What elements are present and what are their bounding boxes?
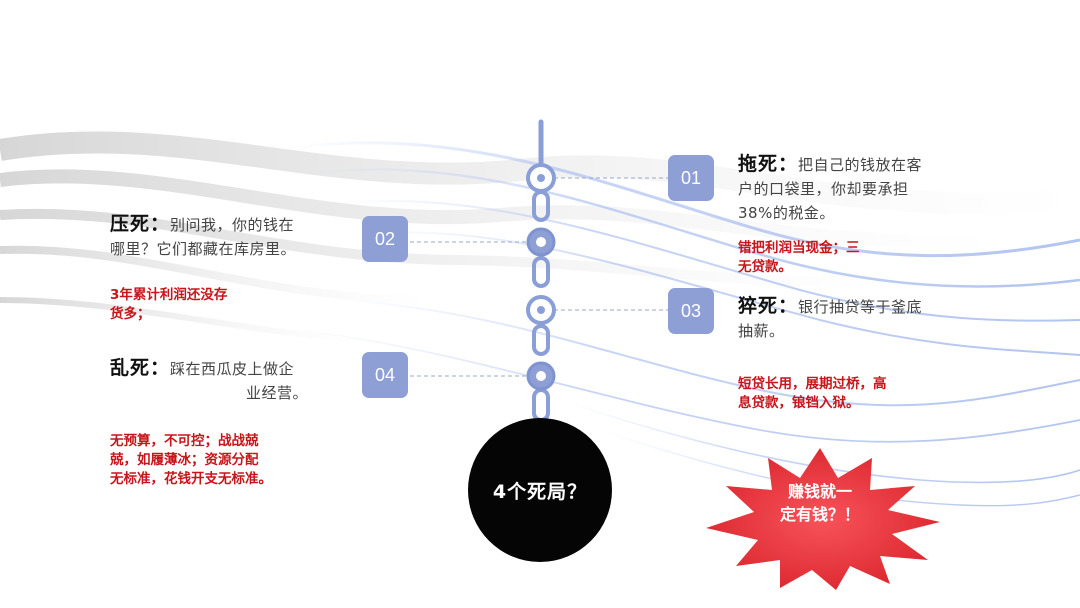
item-01-desc-line: 户的口袋里，你却要承担 — [738, 180, 909, 198]
note-line: 无预算，不可控；战战兢 — [110, 433, 259, 449]
note-line: 3年累计利润还没存 — [110, 287, 228, 303]
item-03: 猝死：银行抽贷等于釜底 抽薪。 — [738, 294, 978, 343]
item-01: 拖死：把自己的钱放在客 户的口袋里，你却要承担 38%的税金。 — [738, 152, 978, 225]
grey-smoke-waves — [0, 131, 1080, 343]
step-01-box: 01 — [668, 155, 714, 201]
item-01-note: 错把利润当现金；三 无贷款。 — [738, 239, 938, 277]
chain-nodes — [526, 163, 556, 391]
starburst-shape — [706, 448, 940, 590]
item-02-note: 3年累计利润还没存 货多； — [110, 286, 310, 324]
item-03-desc-line: 银行抽贷等于釜底 — [798, 298, 923, 316]
note-line: 短贷长用，展期过桥，高 — [738, 376, 887, 392]
center-label: 4个死局？ — [492, 480, 588, 503]
item-03-note: 短贷长用，展期过桥，高 息贷款，锒铛入狱。 — [738, 375, 958, 413]
note-line: 息贷款，锒铛入狱。 — [738, 395, 860, 411]
note-line: 兢，如履薄冰；资源分配 — [110, 452, 259, 468]
center-ball: 4个死局？ — [468, 418, 612, 562]
item-02-desc-line: 哪里？它们都藏在库房里。 — [110, 240, 297, 258]
step-04-box: 04 — [362, 352, 408, 398]
blue-smoke-waves — [279, 141, 1080, 507]
note-line: 错把利润当现金；三 — [738, 240, 860, 256]
item-03-desc-line: 抽薪。 — [738, 322, 785, 340]
step-02-box: 02 — [362, 216, 408, 262]
item-04: 乱死：踩在西瓜皮上做企 业经营。 — [110, 356, 350, 405]
note-line: 无贷款。 — [738, 259, 792, 275]
item-03-title: 猝死： — [738, 295, 799, 317]
burst-line: 赚钱就一 — [787, 482, 852, 501]
item-04-note: 无预算，不可控；战战兢 兢，如履薄冰；资源分配 无标准，花钱开支无标准。 — [110, 432, 330, 489]
item-02-title: 压死： — [110, 213, 171, 235]
item-01-desc-line: 38%的税金。 — [738, 204, 835, 222]
item-02-desc-line: 别问我，你的钱在 — [170, 216, 295, 234]
item-01-desc-line: 把自己的钱放在客 — [798, 156, 923, 174]
item-04-desc-line: 业经营。 — [246, 384, 309, 402]
item-01-title: 拖死： — [738, 153, 799, 175]
burst-line: 定有钱？！ — [779, 505, 860, 524]
starburst-label: 赚钱就一 定有钱？！ — [742, 480, 898, 526]
item-04-title: 乱死： — [110, 357, 171, 379]
item-04-desc-line: 踩在西瓜皮上做企 — [170, 360, 295, 378]
note-line: 货多； — [110, 306, 151, 322]
note-line: 无标准，花钱开支无标准。 — [110, 471, 272, 487]
connectors — [410, 177, 668, 377]
item-02: 压死：别问我，你的钱在 哪里？它们都藏在库房里。 — [110, 212, 350, 261]
step-03-box: 03 — [668, 288, 714, 334]
